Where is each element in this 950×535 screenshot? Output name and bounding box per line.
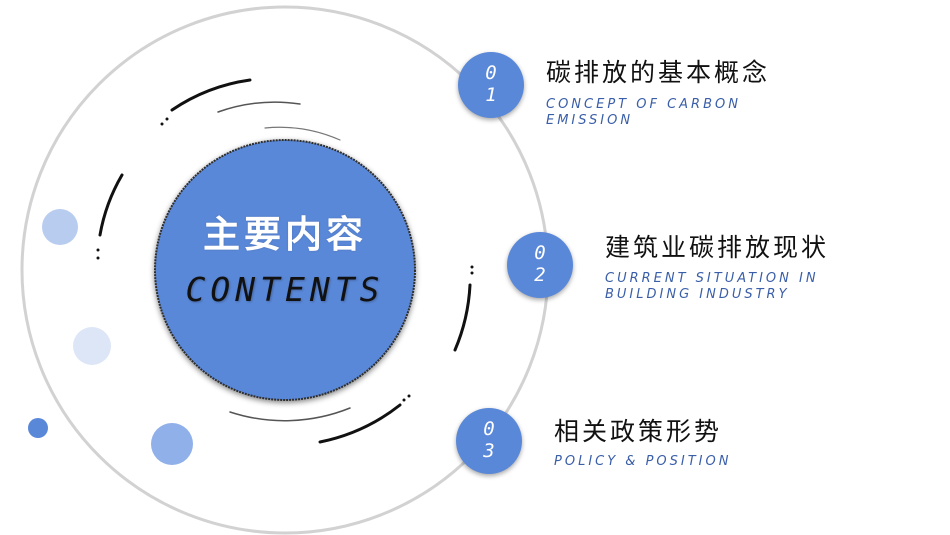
item-1-badge[interactable]: 0 1	[458, 52, 524, 118]
item-1-subtitle-line1: CONCEPT OF CARBON	[546, 97, 741, 112]
item-3-num-bottom: 3	[483, 440, 495, 462]
item-3-num-top: 0	[483, 418, 495, 440]
arc-bottom-3	[318, 403, 402, 444]
item-1-num-top: 0	[485, 62, 497, 84]
item-2-subtitle-line1: CURRENT SITUATION IN	[605, 271, 819, 286]
item-2-title[interactable]: 建筑业碳排放现状	[605, 233, 830, 262]
arc-left	[98, 173, 124, 237]
item-2-subtitle-line2: BUILDING INDUSTRY	[605, 287, 790, 302]
item-3-subtitle-line1: POLICY & POSITION	[554, 454, 732, 469]
deco-dot-2	[73, 327, 111, 365]
title-chinese: 主要内容	[203, 213, 367, 256]
item-2-num-top: 0	[534, 242, 546, 264]
item-3-badge[interactable]: 0 3	[456, 408, 522, 474]
arc-dots	[96, 117, 474, 402]
item-2-num-bottom: 2	[534, 264, 546, 286]
deco-dot-3	[28, 418, 48, 438]
deco-dot-1	[42, 209, 78, 245]
item-1-subtitle-line2: EMISSION	[546, 113, 634, 128]
center-title: 主要内容 CONTENTS	[150, 212, 420, 310]
item-1-num-bottom: 1	[485, 84, 497, 106]
center-circle	[154, 139, 416, 401]
item-2-badge[interactable]: 0 2	[507, 232, 573, 298]
arc-top-2	[217, 101, 301, 113]
item-3-title[interactable]: 相关政策形势	[554, 417, 723, 446]
arc-right	[453, 283, 472, 352]
arc-top-1	[170, 78, 252, 112]
deco-dot-4	[151, 423, 193, 465]
arc-bottom-2	[229, 407, 351, 422]
item-1-title[interactable]: 碳排放的基本概念	[546, 58, 771, 87]
title-english: CONTENTS	[185, 270, 385, 309]
arc-top-3	[264, 126, 341, 141]
